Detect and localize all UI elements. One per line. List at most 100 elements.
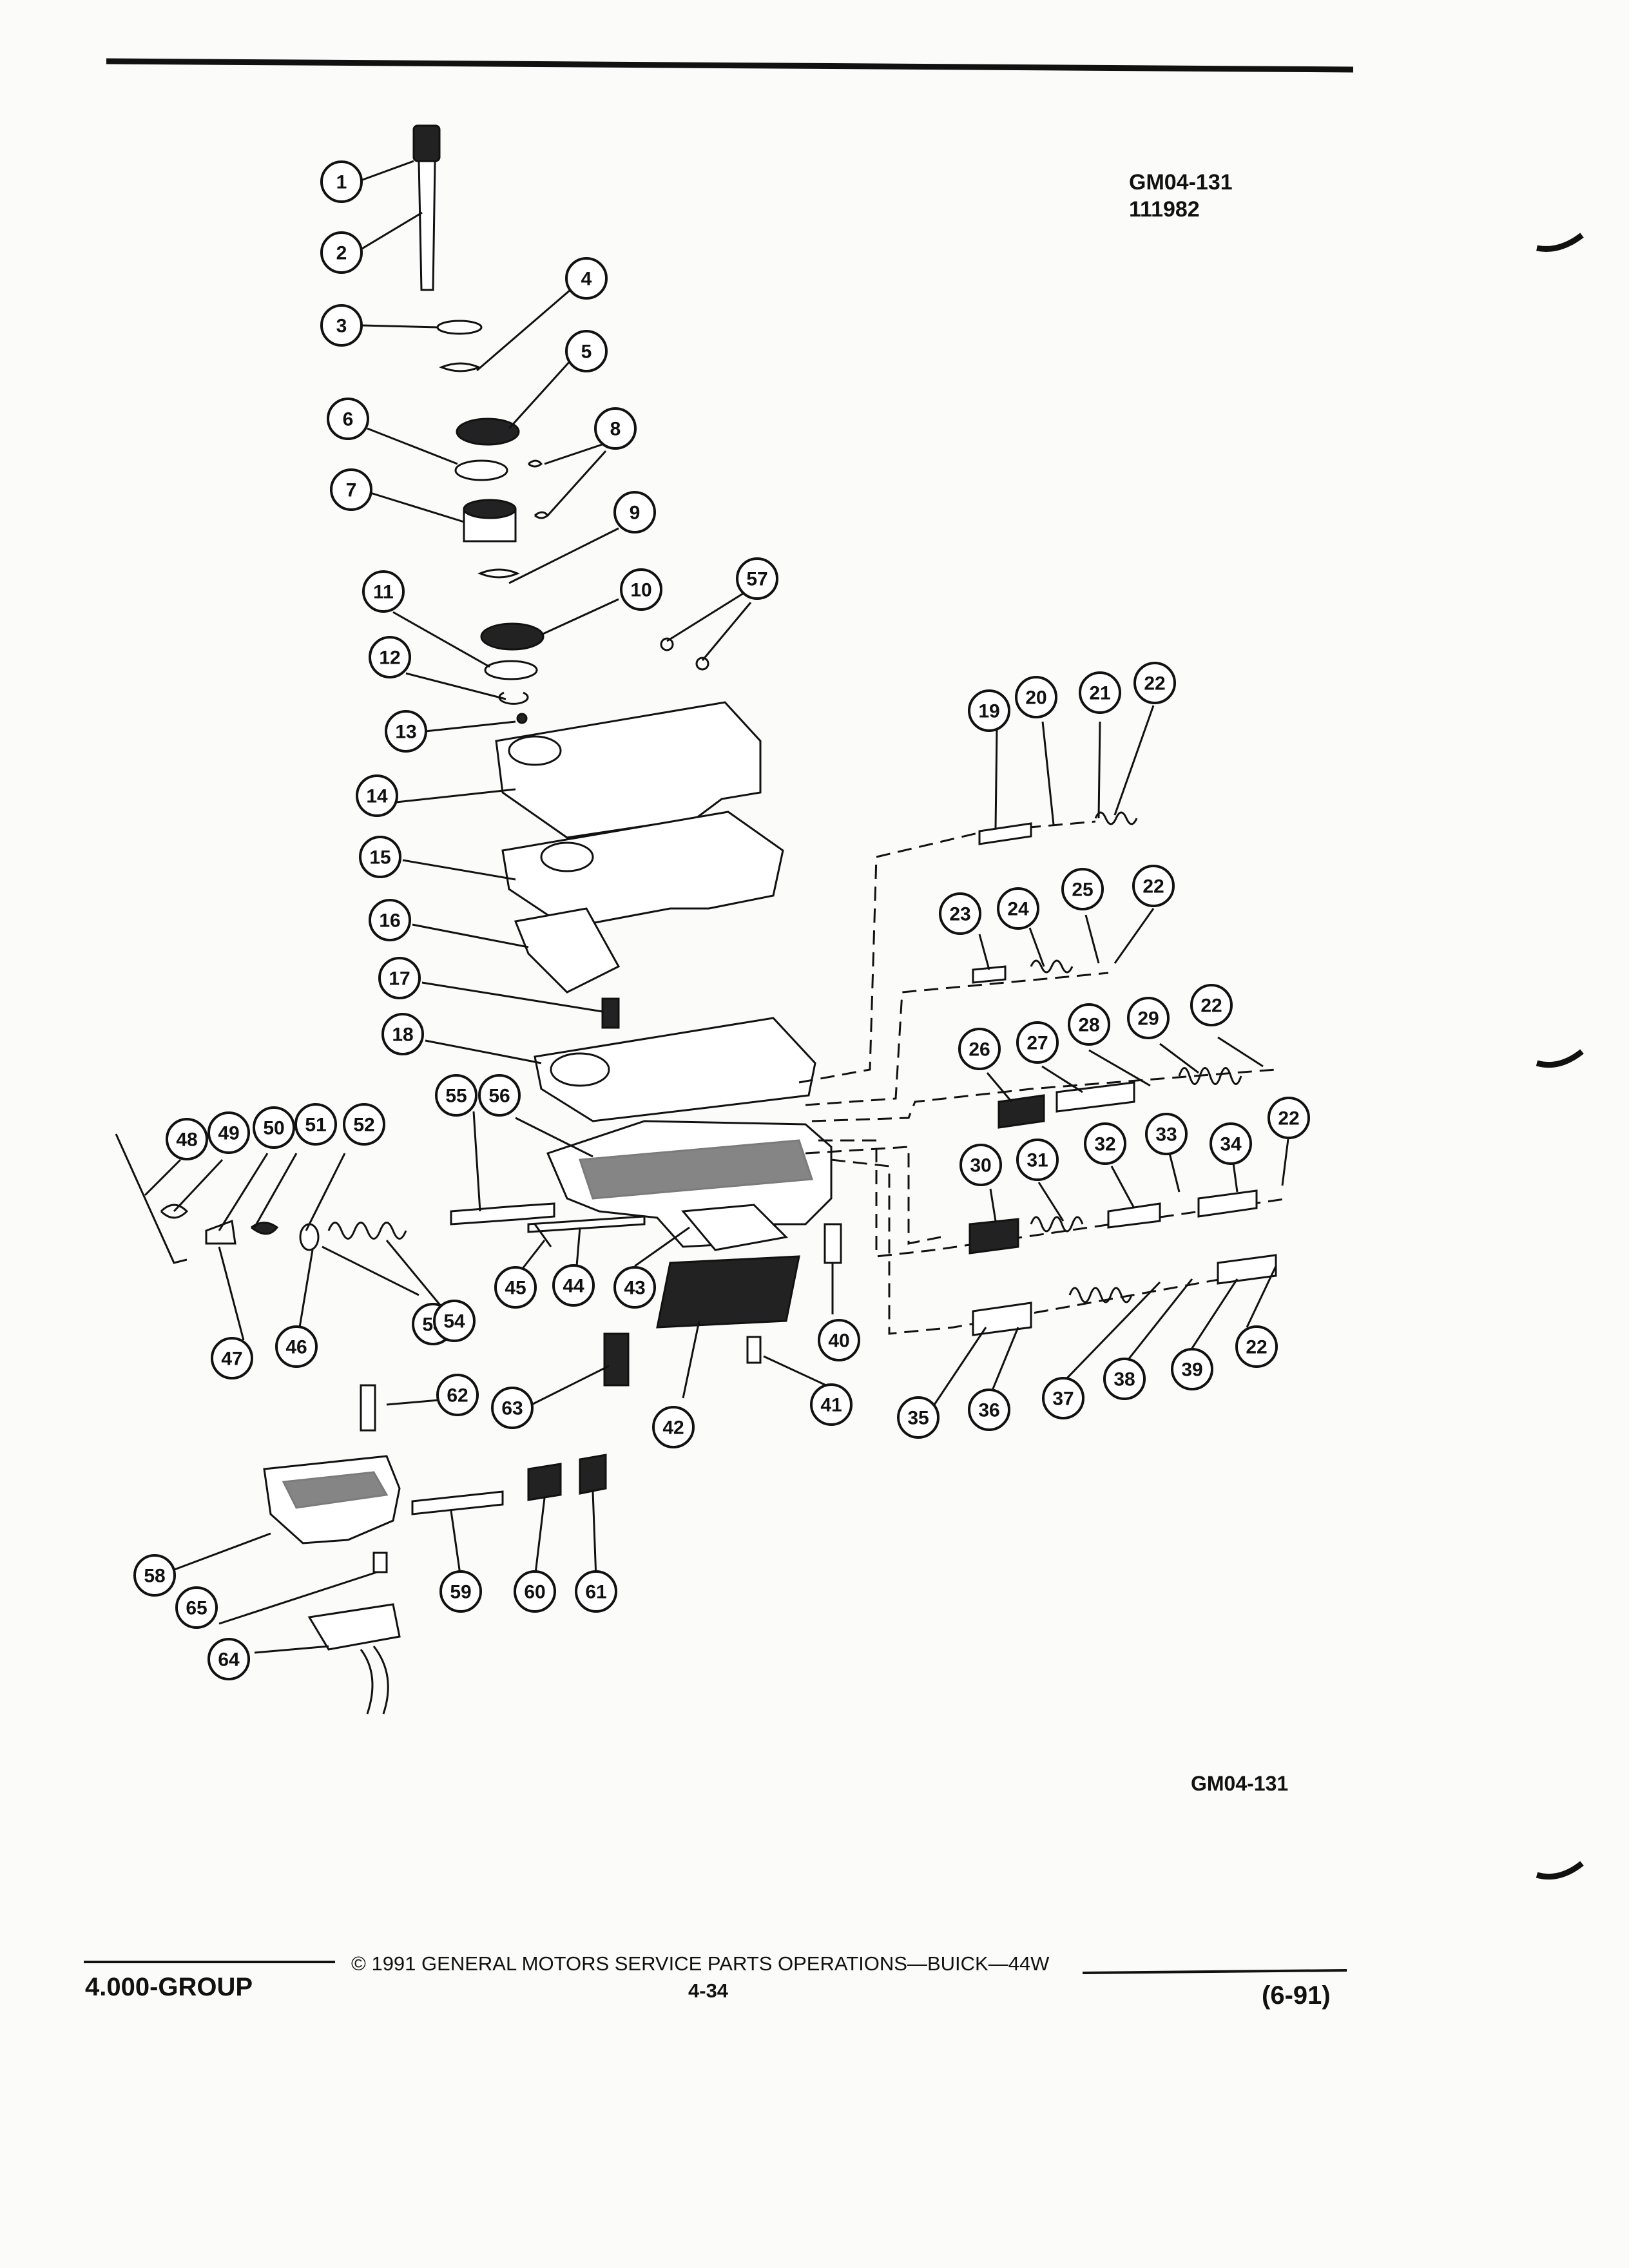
callout-11: 11 (362, 570, 405, 613)
callout-label: 42 (662, 1418, 684, 1439)
align-line (811, 1068, 1277, 1122)
part-accumulator-cover (656, 1255, 800, 1329)
callout-label: 1 (336, 172, 347, 193)
callout-label: 62 (447, 1385, 468, 1407)
align-line (805, 972, 1109, 1106)
callout-label: 27 (1027, 1033, 1048, 1054)
callout-label: 33 (1155, 1124, 1177, 1146)
callout-label: 14 (366, 786, 388, 807)
part-gasket-2 (534, 1017, 816, 1122)
part-seal-2 (480, 622, 545, 651)
callout-label: 24 (1007, 899, 1029, 920)
part-spring-3 (327, 1222, 407, 1240)
part-gasket-3 (681, 1204, 789, 1251)
part-filter (601, 997, 620, 1029)
callout-57: 57 (736, 557, 778, 600)
callout-label: 21 (1089, 683, 1110, 704)
binder-mark (1536, 233, 1584, 252)
callout-label: 45 (505, 1278, 526, 1299)
callout-56: 56 (478, 1074, 521, 1117)
callout-35: 35 (897, 1396, 940, 1439)
part-sleeve-39 (1217, 1254, 1277, 1285)
callout-22: 22 (1190, 984, 1233, 1026)
binder-mark (1536, 1861, 1584, 1880)
callout-label: 63 (501, 1398, 523, 1419)
part-check-ball (660, 637, 674, 651)
callout-label: 55 (445, 1086, 467, 1107)
footer-rule-right (1082, 1969, 1347, 1974)
callout-label: 30 (970, 1155, 991, 1177)
callout-label: 31 (1027, 1150, 1048, 1171)
part-solenoid (307, 1603, 401, 1651)
callout-21: 21 (1079, 671, 1121, 714)
footer-copyright: © 1991 GENERAL MOTORS SERVICE PARTS OPER… (351, 1952, 1050, 1975)
callout-55: 55 (435, 1074, 477, 1117)
part-spring-2 (477, 568, 520, 579)
part-gasket (501, 811, 784, 929)
part-check-ball (695, 657, 709, 671)
align-line (798, 820, 1096, 1084)
callout-29: 29 (1127, 997, 1170, 1039)
figure-date: 111982 (1129, 197, 1200, 222)
part-detent (251, 1222, 279, 1235)
callout-label: 22 (1144, 673, 1165, 695)
part-valve-32 (1107, 1202, 1161, 1229)
callout-label: 10 (630, 580, 651, 601)
callout-label: 54 (443, 1311, 465, 1332)
callout-label: 6 (343, 409, 354, 430)
callout-label: 61 (585, 1582, 606, 1603)
callout-label: 40 (828, 1331, 849, 1352)
exploded-parts (115, 124, 1289, 1715)
callout-26: 26 (958, 1028, 1001, 1070)
callout-label: 44 (563, 1276, 584, 1297)
callout-7: 7 (330, 468, 372, 511)
callout-30: 30 (959, 1144, 1002, 1186)
part-solenoid-channels (282, 1471, 389, 1509)
part-valve-27 (1055, 1081, 1135, 1113)
part-washer-2 (299, 1223, 320, 1251)
callout-label: 18 (392, 1024, 413, 1046)
part-valve-23 (972, 965, 1007, 984)
callout-label: 22 (1200, 995, 1222, 1017)
callout-label: 23 (949, 904, 970, 925)
callout-label: 48 (176, 1129, 197, 1151)
part-valve-body-channels (578, 1139, 814, 1200)
callout-33: 33 (1145, 1113, 1188, 1155)
callout-label: 29 (1137, 1008, 1159, 1030)
callout-2: 2 (320, 231, 363, 274)
callout-label: 46 (285, 1337, 307, 1358)
part-clip (528, 459, 543, 468)
figure-code: GM04-131 (1129, 170, 1233, 195)
callout-32: 32 (1084, 1122, 1126, 1165)
callout-label: 49 (218, 1123, 239, 1144)
callout-46: 46 (275, 1325, 318, 1368)
part-plug-61 (579, 1454, 607, 1495)
callout-label: 43 (624, 1278, 645, 1299)
part-spring-29 (1178, 1067, 1242, 1085)
callout-label: 36 (978, 1400, 999, 1421)
callout-17: 17 (378, 957, 421, 999)
callout-37: 37 (1042, 1377, 1084, 1419)
callout-9: 9 (613, 491, 656, 533)
callout-label: 8 (610, 419, 621, 440)
callout-58: 58 (133, 1554, 176, 1597)
callout-label: 51 (305, 1115, 326, 1136)
callout-label: 22 (1246, 1337, 1267, 1358)
part-clip (534, 511, 550, 519)
part-rod (115, 1133, 188, 1264)
callout-27: 27 (1016, 1021, 1059, 1064)
figure-code-bottom: GM04-131 (1191, 1772, 1289, 1795)
callout-64: 64 (207, 1638, 250, 1680)
part-solenoid-wires (360, 1646, 389, 1715)
callout-label: 13 (395, 722, 416, 743)
callout-40: 40 (818, 1319, 860, 1361)
callout-44: 44 (552, 1264, 595, 1307)
callout-47: 47 (211, 1337, 253, 1379)
callout-6: 6 (327, 398, 369, 440)
callout-label: 32 (1094, 1134, 1115, 1155)
part-pressure-switch (603, 1332, 630, 1387)
callout-14: 14 (356, 774, 398, 817)
